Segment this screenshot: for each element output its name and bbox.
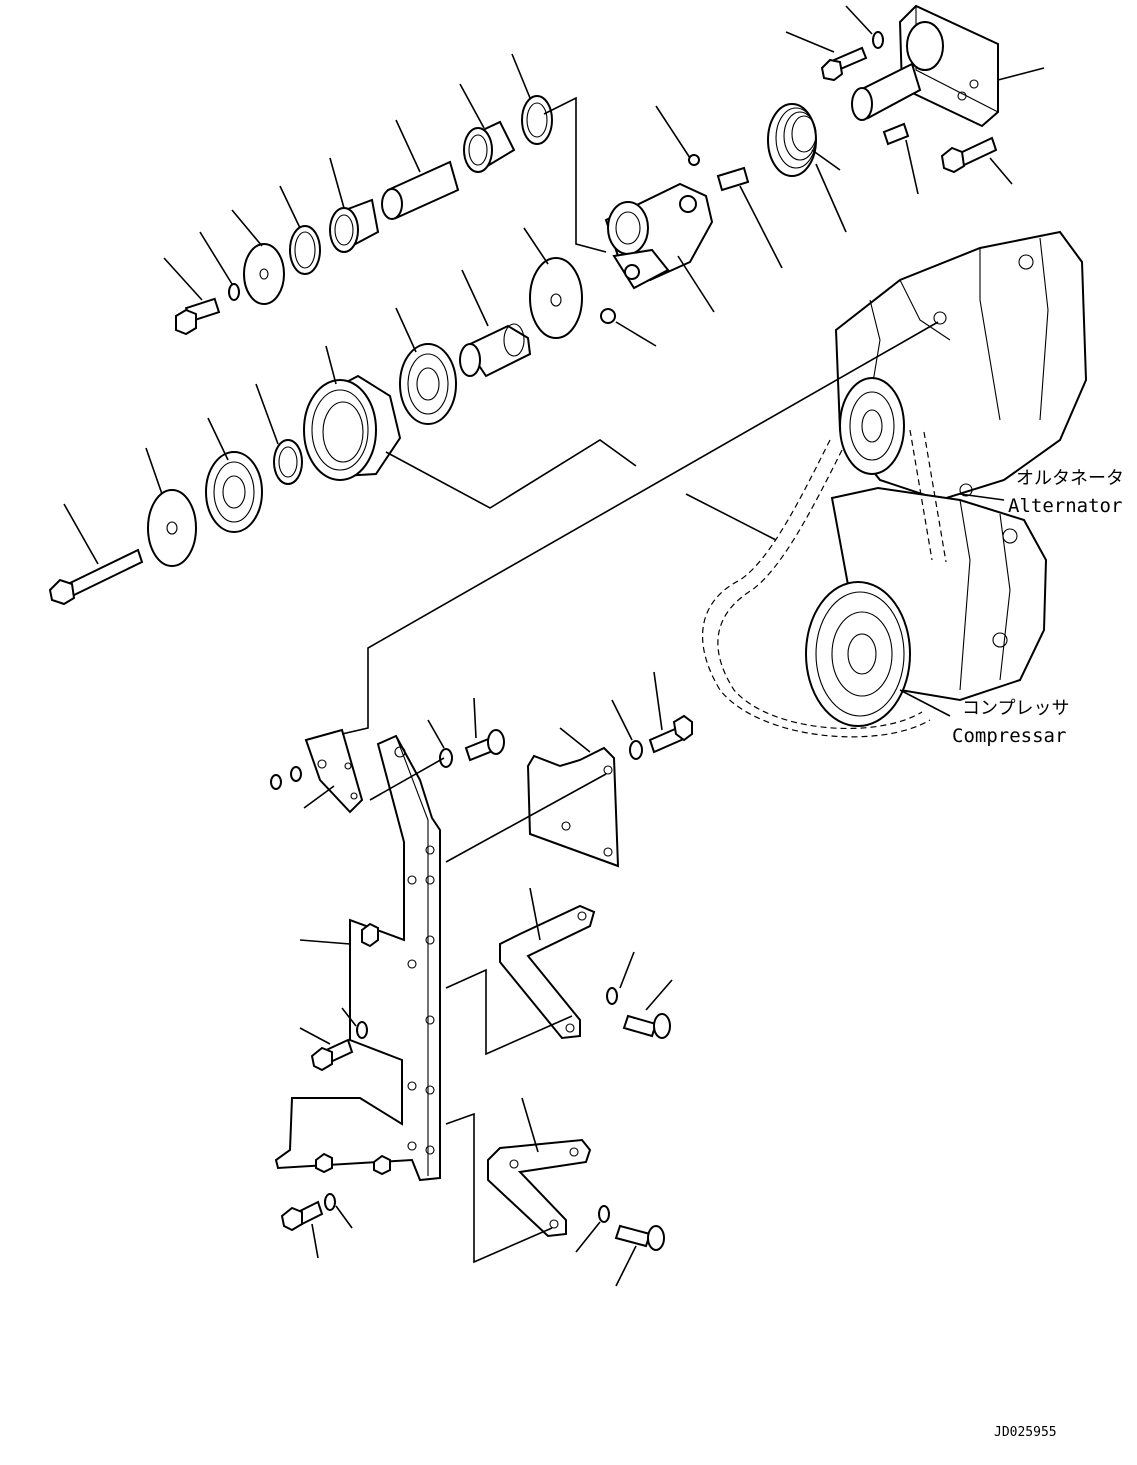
small-mounting-plate — [304, 728, 364, 814]
pulley-shaft — [459, 323, 532, 378]
upper-roller-assembly — [175, 95, 553, 336]
idler-pulley — [303, 374, 402, 481]
compressor-label-en: Compressar — [952, 725, 1066, 747]
bolt-right — [940, 136, 998, 174]
washer-cover-plate — [629, 740, 643, 760]
bolt-top-right — [820, 46, 868, 82]
bearing-rear — [399, 343, 457, 425]
dust-cover — [529, 257, 583, 339]
spacer-ring — [273, 439, 303, 485]
bolt-l-bracket-lower — [614, 1224, 665, 1251]
compressor-label-jp: コンプレッサ — [962, 698, 1069, 719]
bolt-upper-left — [175, 297, 221, 336]
bolt-bracket-left — [310, 1038, 354, 1072]
l-bracket-upper — [499, 904, 596, 1040]
washer-small — [228, 283, 240, 301]
washer-l-bracket-lower — [598, 1205, 610, 1223]
dowel-pin-right — [882, 122, 910, 146]
washer-top-right — [872, 31, 884, 49]
washer-small-2 — [290, 766, 302, 782]
drive-belt — [701, 429, 947, 738]
alternator-pulley — [839, 377, 905, 475]
cover-plate — [526, 746, 620, 868]
dowel-pin — [716, 166, 750, 192]
idler-pulley-assembly — [48, 257, 583, 606]
alternator-label-en: Alternator — [1008, 495, 1122, 517]
pin-upper — [381, 160, 460, 220]
grease-nipple — [600, 308, 616, 324]
nut-small — [270, 774, 282, 790]
bolt-bracket-top — [464, 729, 505, 762]
tensioner-arm — [604, 154, 714, 290]
tensioner-base-bracket — [851, 4, 999, 128]
alternator-label-jp: オルタネータ — [1016, 468, 1124, 489]
drawing-id: JD025955 — [994, 1425, 1057, 1440]
bolt-bracket-bottom — [280, 1200, 324, 1232]
main-bracket — [274, 734, 441, 1182]
bolt-l-bracket-upper — [622, 1013, 671, 1039]
leader-lines — [63, 5, 1045, 1287]
long-bolt — [48, 548, 144, 606]
washer-bracket-left — [356, 1021, 368, 1039]
bolt-cover-plate — [648, 714, 693, 754]
torsion-spring — [767, 103, 841, 177]
bearing-front — [205, 451, 263, 533]
l-bracket-lower — [487, 1138, 592, 1238]
bushing-upper-2 — [463, 120, 516, 173]
pulley-plate — [147, 489, 197, 567]
thrust-plate-upper — [243, 243, 285, 305]
washer-bracket-bottom — [324, 1193, 336, 1211]
washer-l-bracket-upper — [606, 987, 618, 1005]
bushing-upper — [329, 198, 380, 253]
washer-bracket-top — [439, 748, 453, 768]
compressor-clutch-pulley — [805, 581, 911, 727]
